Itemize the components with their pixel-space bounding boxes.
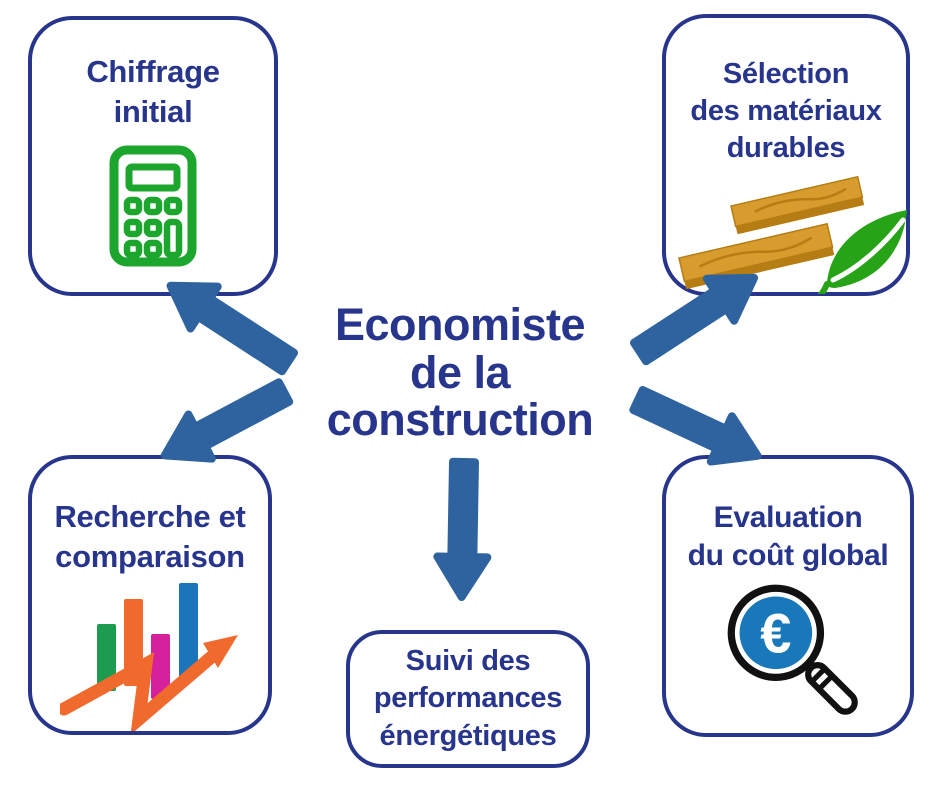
central-topic-title: Economiste de la construction — [326, 299, 594, 446]
node-selection-materiaux: Sélection des matériaux durables — [662, 14, 910, 296]
magnifier-handle — [805, 662, 858, 715]
node-chiffrage-initial-label: Chiffrage initial — [86, 54, 220, 129]
bar-chart-trend-icon — [60, 583, 238, 731]
node-recherche-comparaison-label: Recherche et comparaison — [54, 499, 246, 574]
node-suivi-performances: Suivi des performances énergétiques — [346, 630, 590, 768]
wood-plank-icon — [730, 175, 865, 235]
wood-plank-icon — [678, 222, 835, 290]
node-recherche-comparaison: Recherche et comparaison — [28, 455, 272, 735]
node-chiffrage-initial: Chiffrage initial — [28, 16, 278, 296]
leaf-icon — [817, 210, 907, 294]
arrow-to-suivi — [433, 457, 492, 601]
node-suivi-performances-label: Suivi des performances énergétiques — [373, 645, 563, 752]
euro-symbol: € — [760, 602, 791, 665]
node-evaluation-cout-label: Evaluation du coût global — [687, 501, 889, 573]
node-selection-materiaux-label: Sélection des matériaux durables — [690, 58, 882, 165]
calculator-icon — [109, 145, 197, 267]
wood-planks-leaf-icon — [678, 175, 907, 294]
magnifier-euro-icon: € — [727, 584, 858, 715]
node-evaluation-cout: Evaluation du coût global € — [662, 455, 914, 737]
